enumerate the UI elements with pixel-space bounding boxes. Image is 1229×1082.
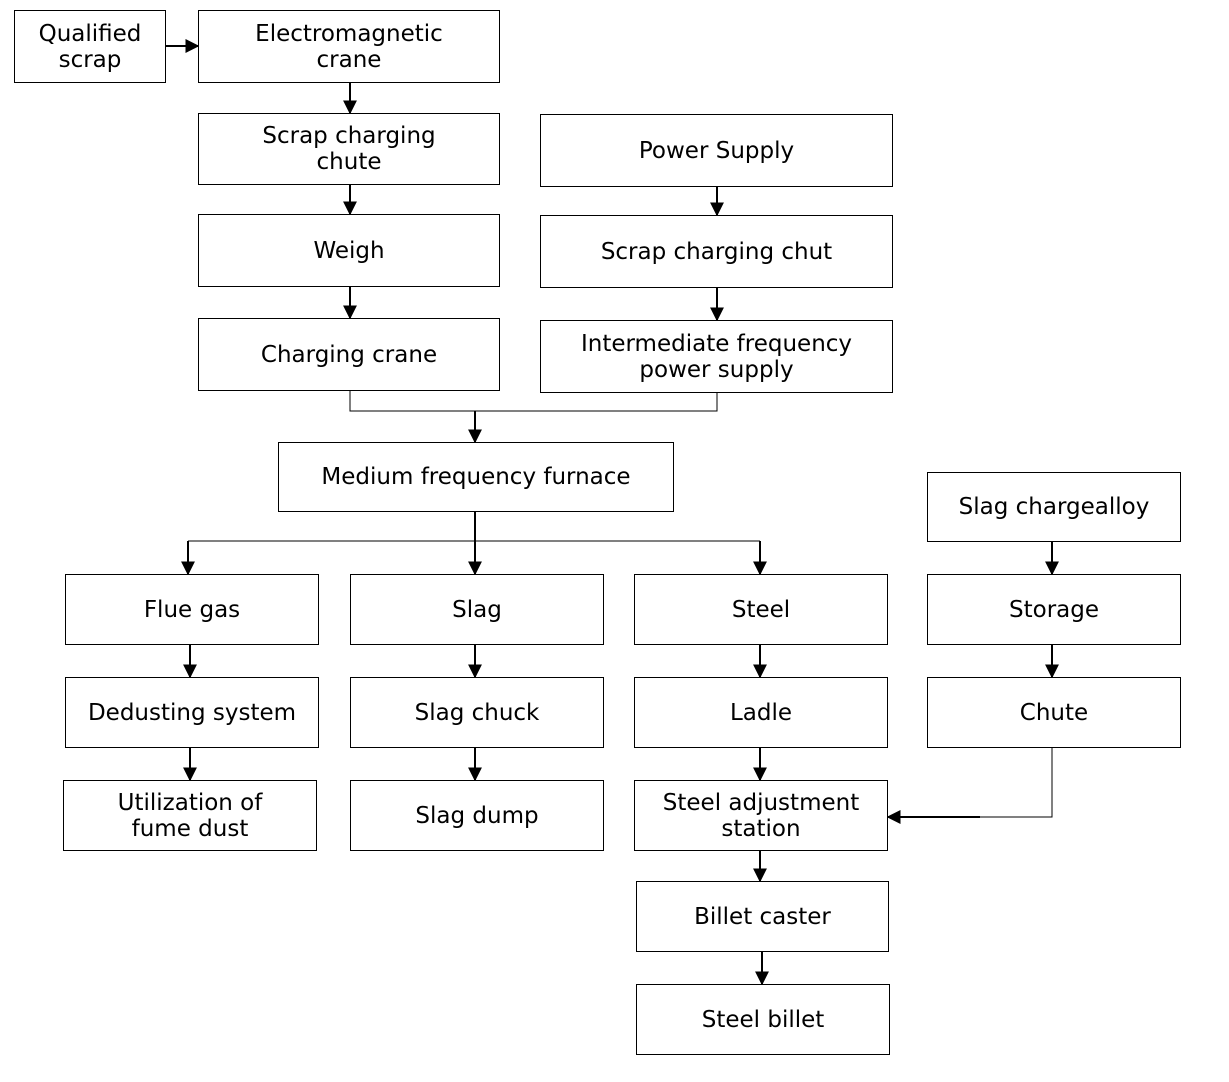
line-chute-to-adjustment (980, 748, 1053, 818)
node-steel-billet: Steel billet (636, 984, 890, 1055)
node-flue-gas: Flue gas (65, 574, 319, 645)
node-electromagnetic-crane: Electromagnetic crane (198, 10, 500, 83)
node-utilization-of-fume-dust: Utilization of fume dust (63, 780, 317, 851)
node-ladle: Ladle (634, 677, 888, 748)
merge-line-to-furnace (349, 391, 718, 412)
node-slag-chuck: Slag chuck (350, 677, 604, 748)
node-scrap-charging-chut: Scrap charging chut (540, 215, 893, 288)
node-storage: Storage (927, 574, 1181, 645)
node-scrap-charging-chute: Scrap charging chute (198, 113, 500, 185)
node-steel: Steel (634, 574, 888, 645)
node-intermediate-frequency-power-supply: Intermediate frequency power supply (540, 320, 893, 393)
node-weigh: Weigh (198, 214, 500, 287)
node-slag-dump: Slag dump (350, 780, 604, 851)
node-power-supply: Power Supply (540, 114, 893, 187)
node-chute: Chute (927, 677, 1181, 748)
node-qualified-scrap: Qualified scrap (14, 10, 166, 83)
node-slag-chargealloy: Slag chargealloy (927, 472, 1181, 542)
node-steel-adjustment-station: Steel adjustment station (634, 780, 888, 851)
node-slag: Slag (350, 574, 604, 645)
node-medium-frequency-furnace: Medium frequency furnace (278, 442, 674, 512)
node-billet-caster: Billet caster (636, 881, 889, 952)
node-dedusting-system: Dedusting system (65, 677, 319, 748)
node-charging-crane: Charging crane (198, 318, 500, 391)
